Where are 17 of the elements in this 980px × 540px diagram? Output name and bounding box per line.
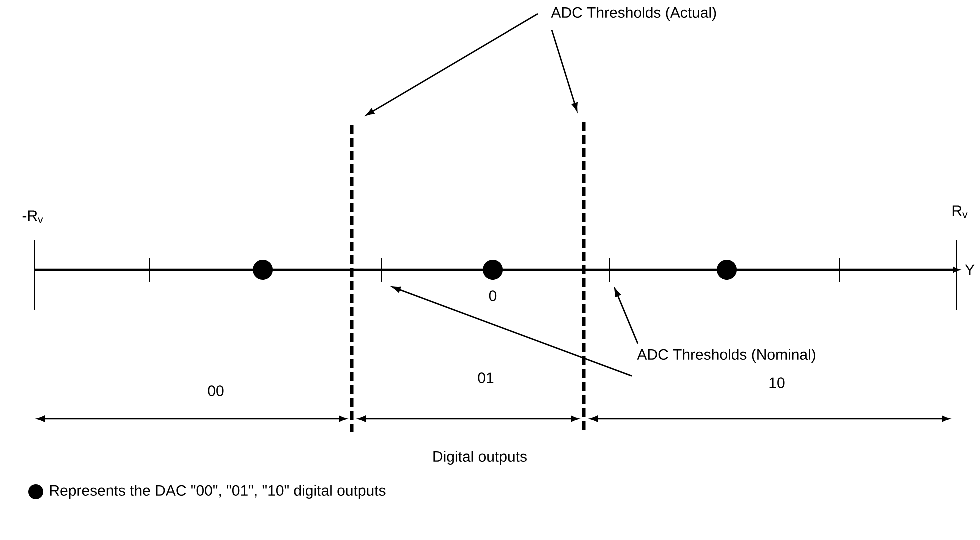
range-label: 00: [208, 386, 224, 396]
range-label: 10: [770, 378, 785, 388]
annotation-text: ADC Thresholds (Actual): [551, 7, 716, 21]
axis-label: R$_{v}$: [952, 206, 968, 218]
tick-label: 0: [489, 290, 497, 302]
leader-arrow: [366, 13, 538, 116]
leader-arrow: [551, 30, 578, 112]
leader-arrow: [614, 288, 639, 344]
axis-label: -R$_{v}$: [22, 210, 44, 224]
leader-arrow: [392, 286, 632, 377]
legend-text: Represents the DAC "00", "01", "10" digital outputs: [50, 485, 386, 499]
range-label: 01: [478, 372, 494, 384]
annotation-text: ADC Thresholds (Nominal): [637, 349, 816, 363]
range-caption: Digital outputs: [434, 451, 527, 465]
threshold-line: [582, 122, 586, 432]
axis-label: Y: [965, 264, 975, 276]
threshold-line: [350, 125, 354, 432]
